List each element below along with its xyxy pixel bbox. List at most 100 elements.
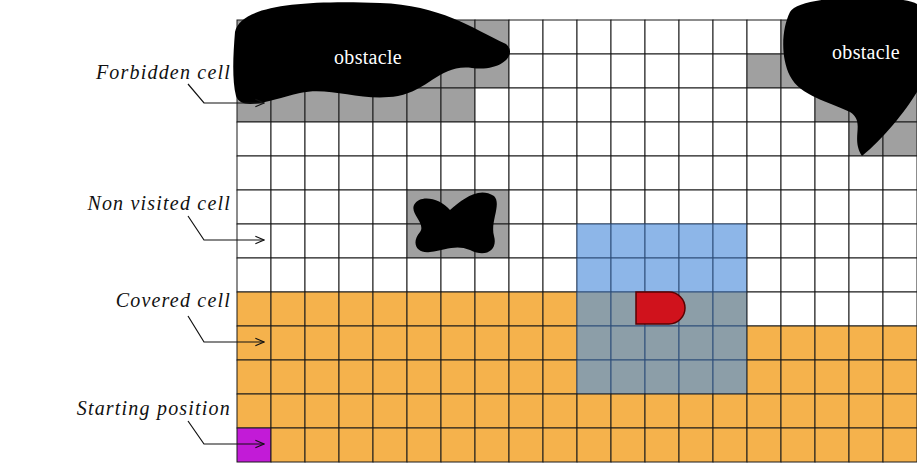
grid-cell <box>645 156 679 190</box>
cell-type-label: Starting position <box>77 398 231 418</box>
grid-cell <box>645 394 679 428</box>
grid-cell <box>543 360 577 394</box>
grid-cell <box>271 326 305 360</box>
grid-cell <box>271 190 305 224</box>
grid-cell <box>645 190 679 224</box>
grid-cell <box>747 20 781 54</box>
grid-cell <box>373 122 407 156</box>
grid-cell <box>577 88 611 122</box>
grid-cell <box>373 156 407 190</box>
grid-cell <box>611 428 645 462</box>
grid-cell <box>611 360 645 394</box>
grid-cell <box>271 360 305 394</box>
grid-cell <box>441 88 475 122</box>
grid-cell <box>611 20 645 54</box>
grid-cell <box>849 428 883 462</box>
grid-cell <box>305 224 339 258</box>
grid-cell <box>339 190 373 224</box>
grid-cell <box>747 122 781 156</box>
grid-cell <box>509 88 543 122</box>
cell-type-label: Forbidden cell <box>96 62 231 82</box>
grid-cell <box>781 360 815 394</box>
grid-cell <box>305 292 339 326</box>
grid-cell <box>781 428 815 462</box>
grid-cell <box>815 156 849 190</box>
grid-cell <box>373 360 407 394</box>
grid-cell <box>611 88 645 122</box>
grid-cell <box>713 224 747 258</box>
grid-cell <box>237 224 271 258</box>
grid-cell <box>713 122 747 156</box>
grid-cell <box>441 360 475 394</box>
grid-cell <box>679 360 713 394</box>
grid-cell <box>713 20 747 54</box>
grid-cell <box>781 190 815 224</box>
grid-cell <box>475 258 509 292</box>
grid-cell <box>305 360 339 394</box>
grid-cell <box>611 54 645 88</box>
grid-cell <box>475 88 509 122</box>
grid-cell <box>373 190 407 224</box>
grid-cell <box>543 326 577 360</box>
grid-cell <box>679 258 713 292</box>
grid-cell <box>339 258 373 292</box>
grid-cell <box>713 428 747 462</box>
grid-cell <box>237 360 271 394</box>
grid-cell <box>373 258 407 292</box>
grid-cell <box>509 20 543 54</box>
grid-cell <box>713 156 747 190</box>
grid-cell <box>713 258 747 292</box>
grid-cell <box>509 156 543 190</box>
grid-cell <box>849 156 883 190</box>
grid-cell <box>543 54 577 88</box>
grid-cell <box>815 190 849 224</box>
obstacle-shape <box>413 193 496 254</box>
grid-cell <box>271 292 305 326</box>
grid-cell <box>305 190 339 224</box>
grid-cell <box>339 156 373 190</box>
grid-cell <box>543 292 577 326</box>
grid-cell <box>237 394 271 428</box>
grid-cell <box>611 326 645 360</box>
grid-cell <box>509 326 543 360</box>
grid-cell <box>373 224 407 258</box>
grid-cell <box>645 88 679 122</box>
obstacles <box>233 0 917 253</box>
obstacle-label: obstacle <box>334 47 402 67</box>
grid-cell <box>781 258 815 292</box>
grid-cell <box>679 88 713 122</box>
grid-cell <box>407 428 441 462</box>
grid-cell <box>713 88 747 122</box>
grid-cell <box>883 360 917 394</box>
grid-cell <box>373 292 407 326</box>
grid-cell <box>747 326 781 360</box>
grid-cell <box>815 394 849 428</box>
grid-cell <box>339 122 373 156</box>
grid-cell <box>679 156 713 190</box>
grid-cell <box>883 156 917 190</box>
grid-cell <box>441 394 475 428</box>
grid-cell <box>577 224 611 258</box>
grid-cell <box>815 224 849 258</box>
grid-cell <box>407 88 441 122</box>
grid-cell <box>815 258 849 292</box>
grid-cell <box>747 394 781 428</box>
grid-cell <box>373 326 407 360</box>
grid-cell <box>237 122 271 156</box>
grid-cell <box>271 156 305 190</box>
grid-cell <box>781 292 815 326</box>
cell-type-label: Covered cell <box>116 290 231 310</box>
grid-cell <box>713 326 747 360</box>
grid-cell <box>271 394 305 428</box>
grid-cell <box>237 190 271 224</box>
grid-cell <box>679 326 713 360</box>
grid-cell <box>883 292 917 326</box>
grid-cell <box>509 54 543 88</box>
grid-cell <box>713 190 747 224</box>
grid-cell <box>747 292 781 326</box>
grid-cell <box>407 258 441 292</box>
grid-cell <box>475 360 509 394</box>
grid-cell <box>679 54 713 88</box>
grid-cell <box>883 326 917 360</box>
grid-cell <box>475 326 509 360</box>
